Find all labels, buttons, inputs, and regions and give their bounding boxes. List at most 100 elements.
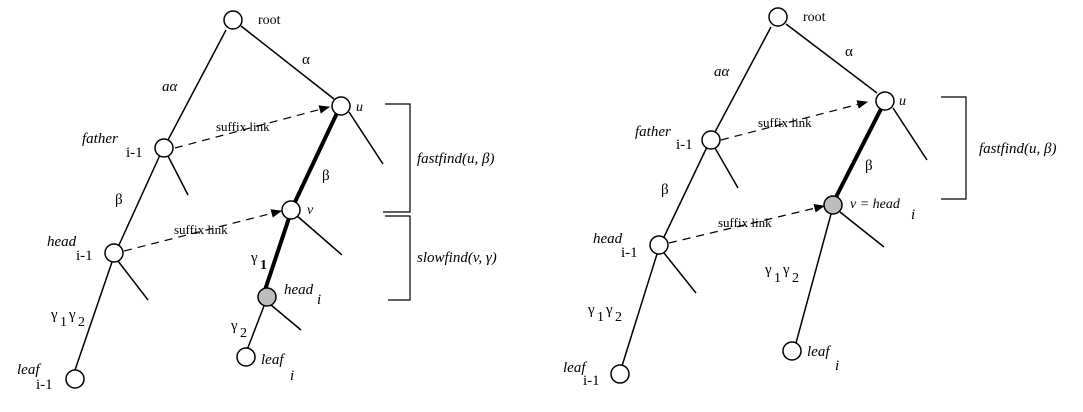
father-sub: i-1 (126, 145, 143, 161)
edge-headi-leaf (246, 305, 265, 351)
g2-label: γ (68, 307, 76, 323)
edge-v-leaf-r (795, 213, 832, 344)
v-label: v (307, 203, 314, 218)
edge-head-child (117, 260, 149, 301)
g2-sub-r: 2 (792, 271, 799, 286)
v-eq-head-label-r: v = head (850, 197, 901, 212)
head-prev-sub-r: i-1 (621, 245, 638, 261)
root-label-r: root (803, 10, 826, 25)
g1-label: γ (50, 307, 58, 323)
beta-right-label-r: β (865, 158, 873, 174)
u-node (331, 96, 351, 116)
beta-left-label-r: β (661, 182, 669, 198)
fastfind-bracket (383, 103, 411, 213)
g1-left-label-r: γ (587, 302, 595, 318)
edge-root-father (167, 29, 227, 141)
suffix-link-label-1: suffix link (216, 119, 270, 134)
head-prev-node-r (649, 235, 669, 255)
beta-left-label: β (115, 192, 123, 208)
leaf-prev-label-r: leaf (563, 360, 587, 376)
head-prev-sub: i-1 (76, 248, 93, 264)
edge-root-u (240, 25, 335, 100)
a-alpha-label: aα (162, 79, 179, 95)
suffix-link-label-2: suffix link (174, 222, 228, 237)
v-head-i-node-r (823, 195, 843, 215)
edge-u-child (348, 111, 384, 165)
head-i-node (257, 287, 277, 307)
fastfind-label-r: fastfind(u, β) (979, 141, 1056, 157)
u-label-r: u (899, 94, 906, 109)
v-eq-head-sub-r: i (911, 207, 915, 223)
father-label: father (82, 131, 118, 147)
leaf-prev-sub-r: i-1 (583, 373, 600, 389)
edge-head-child-r (663, 252, 697, 294)
suffix-link-arrow-1-r (720, 100, 869, 141)
head-i-sub: i (317, 292, 321, 308)
u-node-r (875, 91, 895, 111)
edge-root-father-r (714, 26, 772, 133)
beta-right-label: β (322, 168, 330, 184)
alpha-label-r: α (845, 44, 853, 60)
edge-root-u-r (785, 23, 878, 94)
root-node-r (768, 7, 788, 27)
edge-u-child-r (892, 107, 928, 161)
edge-father-child-r (714, 147, 739, 189)
edge-headi-child (270, 304, 302, 331)
father-node (154, 138, 174, 158)
g2-sub: 2 (78, 315, 85, 330)
edge-u-v-bold (292, 112, 339, 205)
edge-father-child (167, 155, 189, 196)
suffix-link-arrow-2-r (668, 204, 826, 244)
edge-v-child-r (839, 211, 885, 248)
leaf-prev-node (65, 369, 85, 389)
g2-left-label-r: γ (605, 302, 613, 318)
right-tree: root α aα u father i-1 suffix link β β v… (563, 7, 1056, 389)
leaf-i-node (236, 347, 256, 367)
suffix-link-label-1-r: suffix link (758, 115, 812, 130)
g2-left-sub-r: 2 (615, 310, 622, 325)
edge-v-head-bold (263, 217, 291, 291)
edge-head-leaf-r (621, 253, 658, 367)
slowfind-label: slowfind(v, γ) (417, 250, 497, 266)
leaf-prev-label: leaf (17, 362, 41, 378)
head-i-label: head (284, 282, 314, 298)
gamma2-label: γ (230, 318, 238, 334)
leaf-i-sub: i (290, 368, 294, 384)
edge-u-v-bold-r (834, 108, 883, 198)
head-prev-node (104, 243, 124, 263)
leaf-i-node-r (782, 341, 802, 361)
leaf-i-label: leaf (261, 352, 285, 368)
father-node-r (701, 130, 721, 150)
fastfind-label: fastfind(u, β) (417, 151, 494, 167)
v-node (281, 200, 301, 220)
edge-v-child (295, 214, 343, 256)
g1-sub-r: 1 (774, 271, 781, 286)
leaf-i-sub-r: i (835, 358, 839, 374)
g2-label-r: γ (782, 262, 790, 278)
u-label: u (356, 100, 363, 115)
g1-left-sub-r: 1 (597, 310, 604, 325)
suffix-link-arrow-1 (174, 105, 331, 149)
head-prev-label-r: head (593, 231, 623, 247)
gamma1-sub: 1 (260, 258, 267, 273)
father-label-r: father (635, 124, 671, 140)
left-tree: root α aα u father i-1 suffix link β β v… (17, 10, 497, 393)
root-node (223, 10, 243, 30)
gamma1-label: γ (250, 250, 258, 266)
suffix-link-label-2-r: suffix link (718, 215, 772, 230)
head-prev-label: head (47, 234, 77, 250)
alpha-label: α (302, 52, 310, 68)
leaf-i-label-r: leaf (807, 344, 831, 360)
g1-sub: 1 (60, 315, 67, 330)
fastfind-bracket-r (941, 96, 967, 200)
slowfind-bracket (385, 215, 411, 301)
root-label: root (258, 13, 281, 28)
edge-head-leaf (74, 261, 113, 371)
a-alpha-label-r: aα (714, 64, 731, 80)
edge-father-head (118, 154, 161, 246)
edge-father-head-r (663, 146, 708, 238)
g1-label-r: γ (764, 262, 772, 278)
father-sub-r: i-1 (676, 137, 693, 153)
gamma2-sub: 2 (240, 326, 247, 341)
